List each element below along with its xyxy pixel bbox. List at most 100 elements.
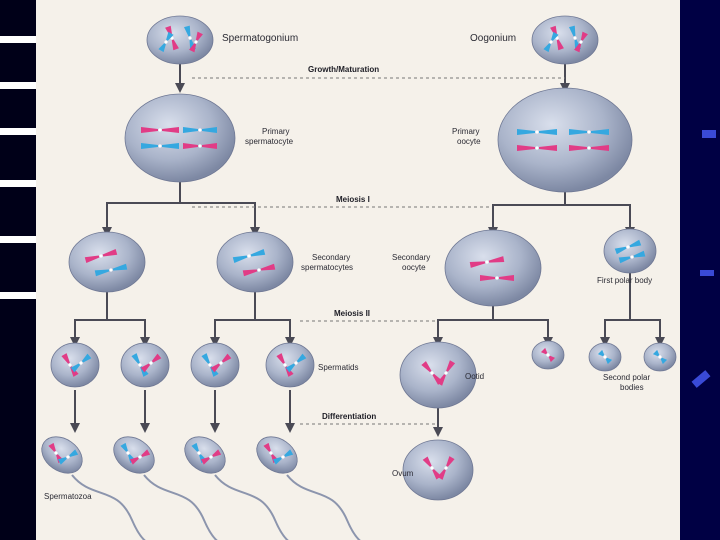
chromosome (568, 25, 582, 51)
centromere (444, 371, 448, 375)
chromosome-arm (158, 31, 174, 53)
centromere (126, 451, 130, 455)
spermatid-cell (50, 342, 100, 388)
centromere (198, 144, 202, 148)
connector (493, 319, 553, 347)
chromosome (437, 456, 455, 480)
cell-body (68, 231, 146, 293)
connector (255, 319, 295, 347)
chromosome (57, 449, 79, 465)
first-polar-body-cell (603, 228, 657, 274)
chromosome-arm (569, 129, 609, 135)
chromosome-arm (614, 239, 642, 255)
spermatid-cell (190, 342, 240, 388)
primary-oocyte-cell (497, 87, 633, 193)
label-spermatozoa: Spermatozoa (44, 492, 92, 501)
chromosome (540, 347, 556, 363)
centromere (209, 455, 213, 459)
chromosome (618, 250, 646, 264)
centromere (535, 146, 539, 150)
sperm-tail (286, 474, 361, 540)
sperm-tail (214, 474, 289, 540)
centromere (294, 361, 298, 365)
connector (433, 305, 494, 347)
chromosome (517, 145, 557, 151)
ovum-cell (402, 439, 474, 501)
centromere (194, 40, 198, 44)
right-dash (702, 130, 716, 138)
spermatid-cell (265, 342, 315, 388)
cell-body (120, 342, 170, 388)
oogonium-cell (531, 15, 599, 65)
chromosome-arm (183, 143, 217, 149)
chromosome (480, 275, 514, 281)
chromosome-arm (84, 248, 118, 264)
centromere (54, 451, 58, 455)
centromere (79, 361, 83, 365)
chromosome (191, 442, 207, 464)
connector (630, 319, 665, 347)
chromosome (183, 25, 197, 51)
chromosome-arm (550, 25, 564, 51)
chromosome (48, 442, 64, 464)
chromosome-arm (48, 442, 64, 464)
left-stripe (0, 236, 36, 243)
label-first-polar-body: First polar body (597, 276, 652, 285)
chromosome-arm (191, 442, 207, 464)
left-stripe (0, 292, 36, 299)
chromosome (140, 353, 162, 373)
chromosome (614, 239, 642, 255)
chromosome-arm (568, 25, 582, 51)
second-polar-body-cell (643, 342, 677, 372)
chromosome-arm (189, 31, 203, 53)
chromosome (183, 127, 217, 133)
label-differentiation: Differentiation (322, 412, 376, 421)
chromosome (285, 353, 307, 373)
cells-layer (41, 15, 677, 540)
centromere (549, 40, 553, 44)
chromosome-arm (232, 248, 266, 264)
left-decorative-bar (0, 0, 36, 540)
centromere (208, 363, 212, 367)
chromosome-arm (183, 25, 197, 51)
cell-body (531, 15, 599, 65)
centromere (158, 128, 162, 132)
label-growth-maturation: Growth/Maturation (308, 65, 379, 74)
secondary-oocyte-cell (444, 229, 542, 307)
chromosome (652, 349, 668, 365)
connector-lines (70, 62, 665, 437)
chromosome-arm (70, 353, 92, 373)
centromere (603, 355, 607, 359)
chromosome-arm (263, 442, 279, 464)
label-spermatids: Spermatids (318, 363, 358, 372)
centromere (630, 255, 634, 259)
centromere (587, 146, 591, 150)
second-polar-body-cell (531, 340, 565, 370)
chromosome (200, 449, 222, 465)
chromosome (517, 129, 557, 135)
chromosome (183, 143, 217, 149)
chromosome (597, 349, 613, 365)
chromosome (141, 127, 179, 133)
chromosome (158, 31, 174, 53)
chromosome-arm (242, 263, 276, 277)
label-meiosis-2: Meiosis II (334, 309, 370, 318)
chromosome (272, 449, 294, 465)
centromere (257, 268, 261, 272)
chromosome (120, 442, 136, 464)
chromosome (543, 31, 559, 53)
cell-body (190, 342, 240, 388)
chromosome-arm (210, 353, 232, 373)
label-secondary-oocyte-line2: oocyte (402, 263, 426, 272)
chromosome-arm (421, 361, 443, 385)
connector (70, 290, 108, 347)
chromosome-arm (469, 256, 505, 268)
chromosome-arm (574, 31, 588, 53)
left-stripe (0, 128, 36, 135)
cell-body (402, 439, 474, 501)
chromosome (210, 353, 232, 373)
centromere (573, 36, 577, 40)
centromere (283, 363, 287, 367)
chromosome-arm (120, 442, 136, 464)
